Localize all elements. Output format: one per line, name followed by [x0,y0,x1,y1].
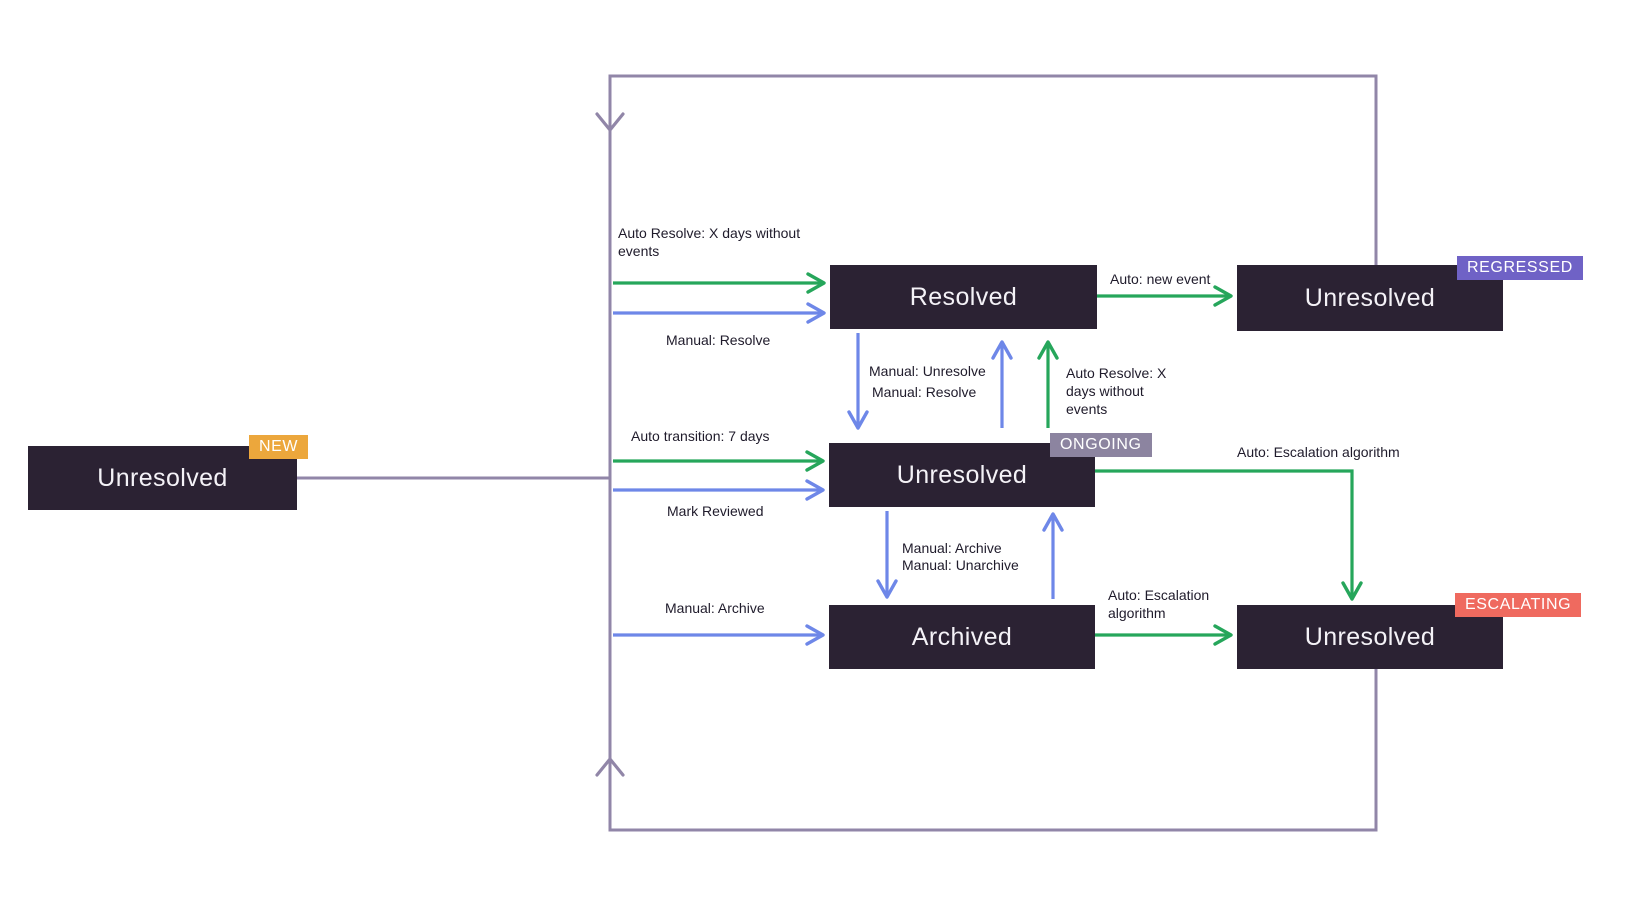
arrow-auto-escalation-ongoing [1095,469,1363,601]
edge-label-auto-new-event: Auto: new event [1110,271,1211,287]
edge-label-manual-resolve-ongoing: Manual: Resolve [872,384,977,400]
status-badge-regressed: REGRESSED [1457,256,1583,280]
edge-label-manual-resolve-new: Manual: Resolve [666,332,771,348]
state-node-label: Unresolved [1304,283,1436,312]
status-badge-ongoing: ONGOING [1050,433,1152,457]
edge-label-auto-transition: Auto transition: 7 days [631,428,770,444]
state-node-label: Unresolved [1304,622,1436,651]
loop-down-chevron [595,112,625,133]
loop-up-chevron [595,756,625,777]
state-node-label: Unresolved [97,463,228,492]
edge-label-manual-unarchive: Manual: Unarchive [902,557,1019,573]
status-badge-escalating: ESCALATING [1455,593,1582,617]
status-badge-new: NEW [249,435,309,459]
edge-label-manual-unresolve: Manual: Unresolve [869,363,986,379]
state-node-unresolved-new: Unresolved [28,446,297,510]
edge-label-manual-archive-new: Manual: Archive [665,600,765,616]
edge-label-auto-escalation-archived: Auto: Escalation algorithm [1108,587,1210,621]
state-node-archived: Archived [829,605,1095,669]
loop-line [608,74,1378,832]
state-node-label: Unresolved [896,460,1028,489]
edge-label-manual-archive-ongoing: Manual: Archive [902,540,1002,556]
edge-label-auto-escalation-ongoing: Auto: Escalation algorithm [1237,444,1400,460]
edge-label-auto-resolve-ongoing: Auto Resolve: X days without events [1066,365,1167,417]
state-node-resolved: Resolved [830,265,1097,329]
edge-label-mark-reviewed: Mark Reviewed [667,503,764,519]
state-node-label: Archived [911,622,1013,651]
state-node-label: Resolved [909,282,1018,311]
edge-label-auto-resolve-new: Auto Resolve: X days without events [618,225,801,259]
